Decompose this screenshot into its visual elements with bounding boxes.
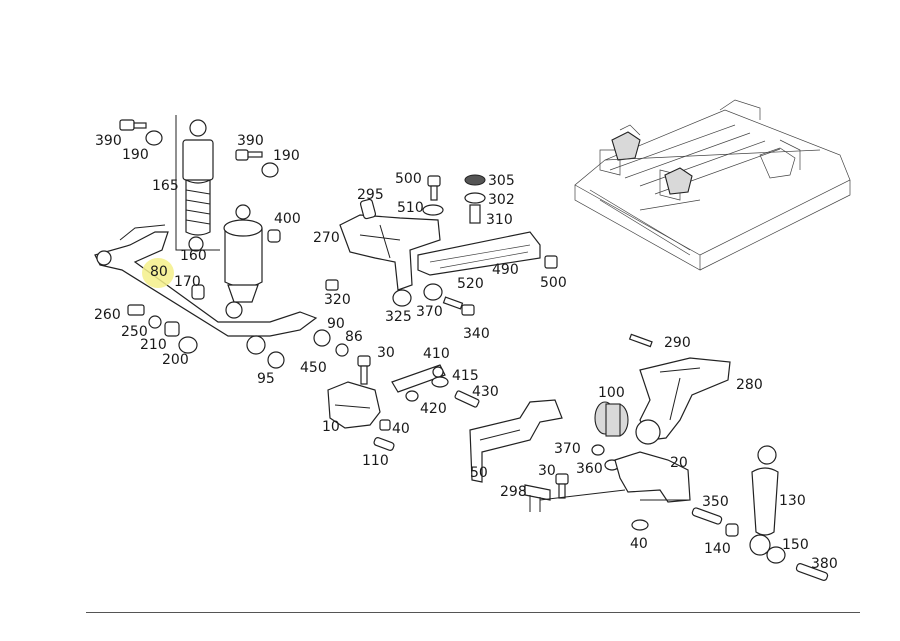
air-spring-160 [223,204,281,319]
callout-140[interactable]: 140 [704,541,731,557]
callout-390[interactable]: 390 [237,133,264,149]
callout-410[interactable]: 410 [423,346,450,362]
callout-160[interactable]: 160 [180,248,207,264]
callout-400[interactable]: 400 [274,211,301,227]
bolt-390-right [235,149,279,178]
callout-302[interactable]: 302 [488,192,515,208]
callout-520[interactable]: 520 [457,276,484,292]
page-divider [86,612,860,613]
callout-210[interactable]: 210 [140,337,167,353]
callout-500[interactable]: 500 [540,275,567,291]
callout-420[interactable]: 420 [420,401,447,417]
callout-390[interactable]: 390 [95,133,122,149]
callout-250[interactable]: 250 [121,324,148,340]
callout-280[interactable]: 280 [736,377,763,393]
callout-415[interactable]: 415 [452,368,479,384]
callout-340[interactable]: 340 [463,326,490,342]
callout-40[interactable]: 40 [630,536,648,552]
callout-86[interactable]: 86 [345,329,363,345]
bracket-270 [325,198,443,307]
callout-30[interactable]: 30 [538,463,556,479]
callout-500[interactable]: 500 [395,171,422,187]
callout-130[interactable]: 130 [779,493,806,509]
callout-170[interactable]: 170 [174,274,201,290]
bracket-280 [628,333,731,445]
link-410 [391,364,480,408]
chassis-overview-illustration [574,99,851,271]
callout-510[interactable]: 510 [397,200,424,216]
callout-320[interactable]: 320 [324,292,351,308]
callout-295[interactable]: 295 [357,187,384,203]
callout-150[interactable]: 150 [782,537,809,553]
callout-40[interactable]: 40 [392,421,410,437]
callout-350[interactable]: 350 [702,494,729,510]
callout-200[interactable]: 200 [162,352,189,368]
callout-90[interactable]: 90 [327,316,345,332]
callout-highlight [142,258,174,288]
callout-298[interactable]: 298 [500,484,527,500]
callout-450[interactable]: 450 [300,360,327,376]
callout-165[interactable]: 165 [152,178,179,194]
callout-370[interactable]: 370 [416,304,443,320]
callout-95[interactable]: 95 [257,371,275,387]
callout-50[interactable]: 50 [470,465,488,481]
bolt-390-left [119,119,163,146]
callout-305[interactable]: 305 [488,173,515,189]
callout-260[interactable]: 260 [94,307,121,323]
callout-30[interactable]: 30 [377,345,395,361]
bolt-washer-stack-500 [422,174,486,224]
bushing-parts-left [127,284,349,369]
callout-80[interactable]: 80 [150,264,168,280]
shock-absorber-165 [175,115,220,252]
callout-380[interactable]: 380 [811,556,838,572]
callout-100[interactable]: 100 [598,385,625,401]
callout-360[interactable]: 360 [576,461,603,477]
callout-270[interactable]: 270 [313,230,340,246]
callout-370[interactable]: 370 [554,441,581,457]
callout-190[interactable]: 190 [122,147,149,163]
bracket-50 [469,399,563,483]
callout-310[interactable]: 310 [486,212,513,228]
callout-10[interactable]: 10 [322,419,340,435]
rail-490 [417,231,558,316]
callout-490[interactable]: 490 [492,262,519,278]
callout-110[interactable]: 110 [362,453,389,469]
shock-absorber-130 [691,445,829,581]
bushing-100 [594,401,629,437]
callout-290[interactable]: 290 [664,335,691,351]
callout-325[interactable]: 325 [385,309,412,325]
callout-190[interactable]: 190 [273,148,300,164]
callout-20[interactable]: 20 [670,455,688,471]
callout-430[interactable]: 430 [472,384,499,400]
stabilizer-bar-80 [94,224,318,355]
mount-bracket-10 [327,355,395,451]
bracket-20-parts [524,444,691,531]
